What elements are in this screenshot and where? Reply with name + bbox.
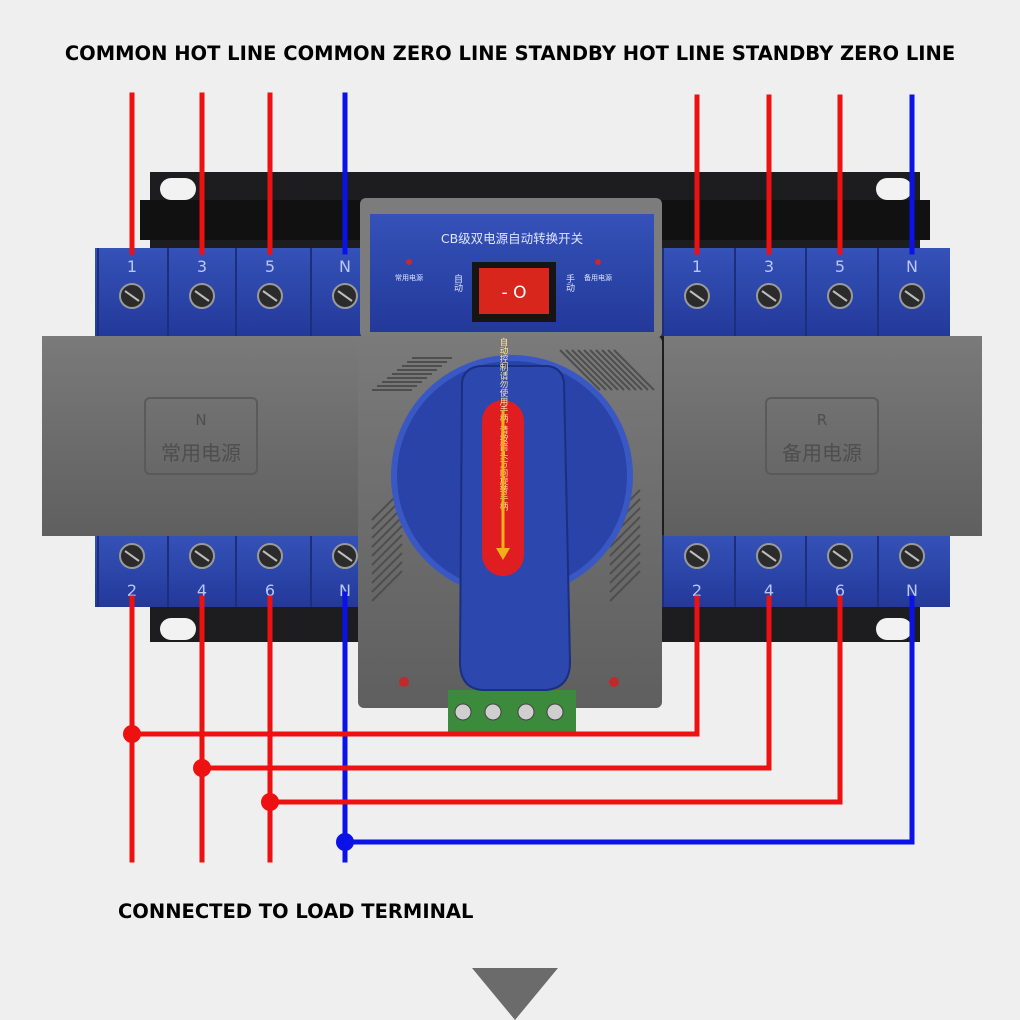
junction-dot-4 (336, 833, 354, 851)
standby-power-module: R 备用电源 (664, 336, 982, 536)
control-terminal-screw-2 (484, 703, 502, 721)
top-right-terminal-label-N: N (906, 257, 918, 276)
bottom-right-terminal-label-N: N (906, 581, 918, 600)
top-right-terminal-label-3: 3 (764, 257, 774, 276)
rocker-switch[interactable]: - O (472, 262, 556, 322)
bottom-left-terminal-label-4: 4 (197, 581, 207, 600)
top-right-terminal-label-1: 1 (692, 257, 702, 276)
bottom-right-terminal-label-6: 6 (835, 581, 845, 600)
top-left-terminal-label-5: 5 (265, 257, 275, 276)
diagram-heading: COMMON HOT LINE COMMON ZERO LINE STANDBY… (64, 42, 956, 65)
standby-indicator-led (595, 259, 601, 265)
control-terminal-screw-3 (517, 703, 535, 721)
top-left-terminal-label-N: N (339, 257, 351, 276)
down-arrow-icon (472, 968, 558, 1020)
bottom-right-terminal-label-2: 2 (692, 581, 702, 600)
bottom-left-terminal-label-2: 2 (127, 581, 137, 600)
handle-arrow-head (496, 548, 510, 560)
load-terminal-caption: CONNECTED TO LOAD TERMINAL (118, 900, 474, 923)
bottom-left-terminal-label-6: 6 (265, 581, 275, 600)
rocker-switch-state: - O (502, 283, 527, 303)
junction-dot-1 (123, 725, 141, 743)
top-left-terminal-label-1: 1 (127, 257, 137, 276)
standby-module-letter: R (817, 411, 827, 429)
common-indicator-led (406, 259, 412, 265)
bottom-right-terminal-label-4: 4 (764, 581, 774, 600)
wiring-overlay (123, 92, 915, 863)
junction-dot-2 (193, 759, 211, 777)
rotary-handle[interactable]: 自动控制请勿使用手柄 请按箭头方向旋转手柄 (391, 337, 633, 691)
auto-mode-label: 自动 (452, 273, 463, 293)
common-module-letter: N (195, 411, 206, 429)
bottom-left-terminal-label-N: N (339, 581, 351, 600)
junction-dot-3 (261, 793, 279, 811)
standby-module-name: 备用电源 (782, 441, 862, 465)
control-panel: CB级双电源自动转换开关 常用电源 备用电源 自动 手动 - O (360, 198, 662, 338)
control-panel-title: CB级双电源自动转换开关 (441, 231, 583, 246)
top-right-terminal-label-5: 5 (835, 257, 845, 276)
standby-indicator-label: 备用电源 (584, 273, 612, 282)
control-terminal-screw-4 (546, 703, 564, 721)
common-indicator-label: 常用电源 (395, 273, 423, 282)
top-left-terminal-label-3: 3 (197, 257, 207, 276)
control-terminal-screw-1 (454, 703, 472, 721)
common-module-name: 常用电源 (161, 441, 241, 465)
common-power-module: N 常用电源 (42, 336, 364, 536)
led-left (399, 677, 409, 687)
led-right (609, 677, 619, 687)
manual-mode-label: 手动 (564, 273, 575, 293)
